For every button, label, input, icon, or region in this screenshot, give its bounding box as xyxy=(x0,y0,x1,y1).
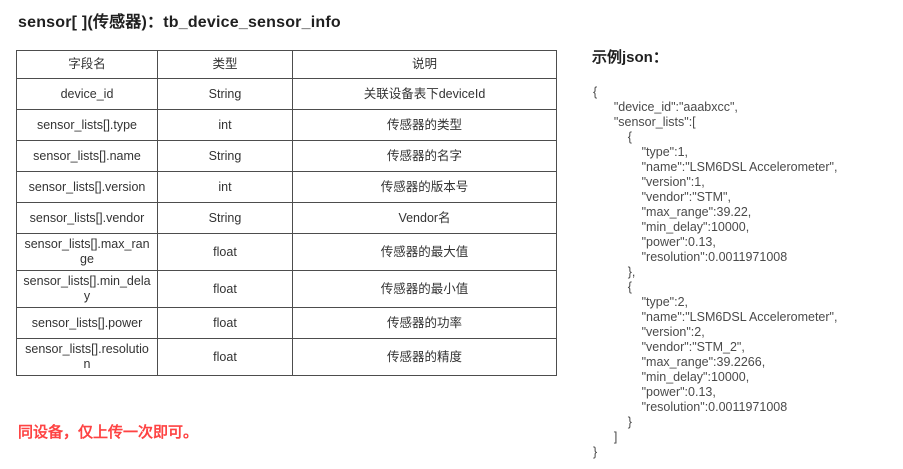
desc-cell: 关联设备表下deviceId xyxy=(292,78,557,110)
table-row-type: sensor_lists[].type int 传感器的类型 xyxy=(16,109,557,141)
table-row-resolution: sensor_lists[].resolution float 传感器的精度 xyxy=(16,338,557,376)
field-name-cell: sensor_lists[].power xyxy=(16,307,158,339)
desc-cell: Vendor名 xyxy=(292,202,557,234)
desc-cell: 传感器的名字 xyxy=(292,140,557,172)
sensor-fields-table: 字段名 类型 说明 device_id String 关联设备表下deviceI… xyxy=(16,50,557,376)
col-header-description: 说明 xyxy=(292,50,557,79)
table-row-name: sensor_lists[].name String 传感器的名字 xyxy=(16,140,557,172)
col-header-type: 类型 xyxy=(157,50,293,79)
desc-cell: 传感器的精度 xyxy=(292,338,557,376)
field-name-cell: sensor_lists[].max_range xyxy=(16,233,158,271)
example-json-code: { "device_id":"aaabxcc", "sensor_lists":… xyxy=(593,85,838,459)
table-header-row: 字段名 类型 说明 xyxy=(16,50,557,79)
table-row-power: sensor_lists[].power float 传感器的功率 xyxy=(16,307,557,339)
table-row-min-delay: sensor_lists[].min_delay float 传感器的最小值 xyxy=(16,270,557,308)
type-cell: int xyxy=(157,109,293,141)
type-cell: float xyxy=(157,338,293,376)
field-name-cell: sensor_lists[].type xyxy=(16,109,158,141)
table-row-max-range: sensor_lists[].max_range float 传感器的最大值 xyxy=(16,233,557,271)
page-title: sensor[ ](传感器)：tb_device_sensor_info xyxy=(18,14,341,31)
field-name-cell: sensor_lists[].vendor xyxy=(16,202,158,234)
upload-once-note: 同设备，仅上传一次即可。 xyxy=(18,424,199,441)
type-cell: int xyxy=(157,171,293,203)
desc-cell: 传感器的版本号 xyxy=(292,171,557,203)
type-cell: String xyxy=(157,140,293,172)
type-cell: String xyxy=(157,202,293,234)
desc-cell: 传感器的功率 xyxy=(292,307,557,339)
field-name-cell: sensor_lists[].name xyxy=(16,140,158,172)
type-cell: float xyxy=(157,307,293,339)
desc-cell: 传感器的类型 xyxy=(292,109,557,141)
field-name-cell: device_id xyxy=(16,78,158,110)
type-cell: String xyxy=(157,78,293,110)
desc-cell: 传感器的最大值 xyxy=(292,233,557,271)
type-cell: float xyxy=(157,270,293,308)
table-row-version: sensor_lists[].version int 传感器的版本号 xyxy=(16,171,557,203)
table-row-vendor: sensor_lists[].vendor String Vendor名 xyxy=(16,202,557,234)
field-name-cell: sensor_lists[].resolution xyxy=(16,338,158,376)
type-cell: float xyxy=(157,233,293,271)
table-row-device-id: device_id String 关联设备表下deviceId xyxy=(16,78,557,110)
example-json-heading: 示例json： xyxy=(592,49,668,66)
field-name-cell: sensor_lists[].version xyxy=(16,171,158,203)
desc-cell: 传感器的最小值 xyxy=(292,270,557,308)
field-name-cell: sensor_lists[].min_delay xyxy=(16,270,158,308)
col-header-field-name: 字段名 xyxy=(16,50,158,79)
